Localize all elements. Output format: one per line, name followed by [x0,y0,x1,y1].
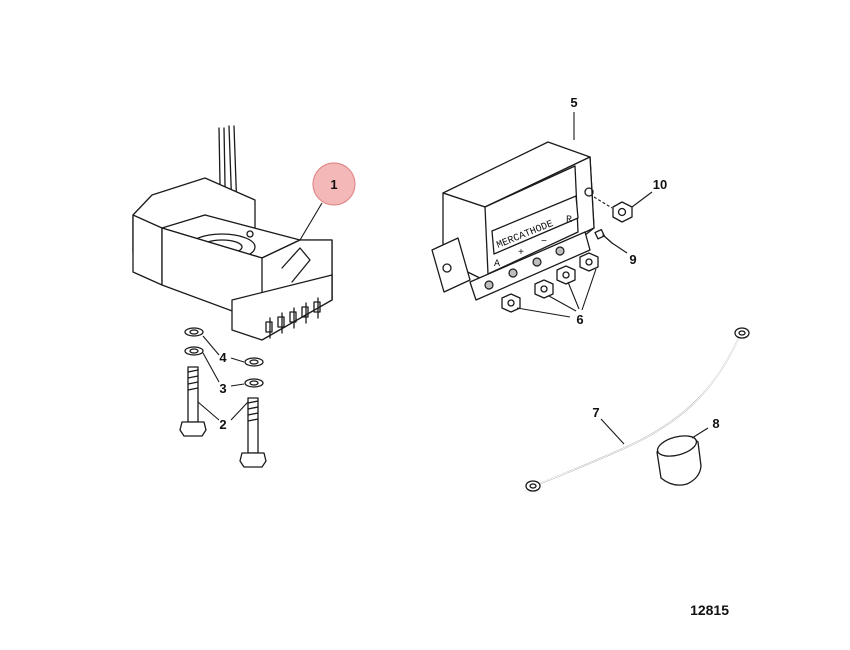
callout-5-label: 5 [570,95,577,110]
bolts-part-2 [179,366,267,468]
nuts-part-6 [501,252,599,313]
callout-1-highlight [312,162,356,206]
callout-9[interactable]: 9 [611,242,637,267]
callout-3-label: 3 [219,381,226,396]
callout-2-label: 2 [219,417,226,432]
callout-4[interactable]: 4 [202,335,245,365]
callout-2[interactable]: 2 [197,401,249,432]
callout-10-label: 10 [653,177,667,192]
callout-5[interactable]: 5 [570,95,578,140]
lockwashers-part-3 [184,346,264,388]
callout-3[interactable]: 3 [202,352,245,396]
terminal-minus-label: − [541,237,547,248]
callout-9-label: 9 [629,252,636,267]
screw-part-9 [594,228,613,244]
callout-8-label: 8 [712,416,719,431]
callout-10[interactable]: 10 [631,177,667,208]
callout-7[interactable]: 7 [592,405,625,445]
callout-1[interactable]: 1 [299,162,356,241]
figure-number: 12815 [690,602,729,618]
washers-part-4 [184,327,264,367]
callout-1-label: 1 [330,177,337,192]
mercathode-controller-part: MERCATHODE A + − R [431,141,595,301]
nut-part-10 [593,196,633,223]
terminal-a-label: A [494,259,500,270]
callout-7-label: 7 [592,405,599,420]
callout-4-label: 4 [219,350,227,365]
anode-housing-part [132,125,333,341]
terminal-plus-label: + [518,248,524,259]
cap-part-8 [656,435,702,486]
ground-cable-part [525,327,750,492]
terminal-r-label: R [566,215,572,226]
callout-6[interactable]: 6 [516,268,597,327]
callout-6-label: 6 [576,312,583,327]
callout-8[interactable]: 8 [691,416,720,439]
